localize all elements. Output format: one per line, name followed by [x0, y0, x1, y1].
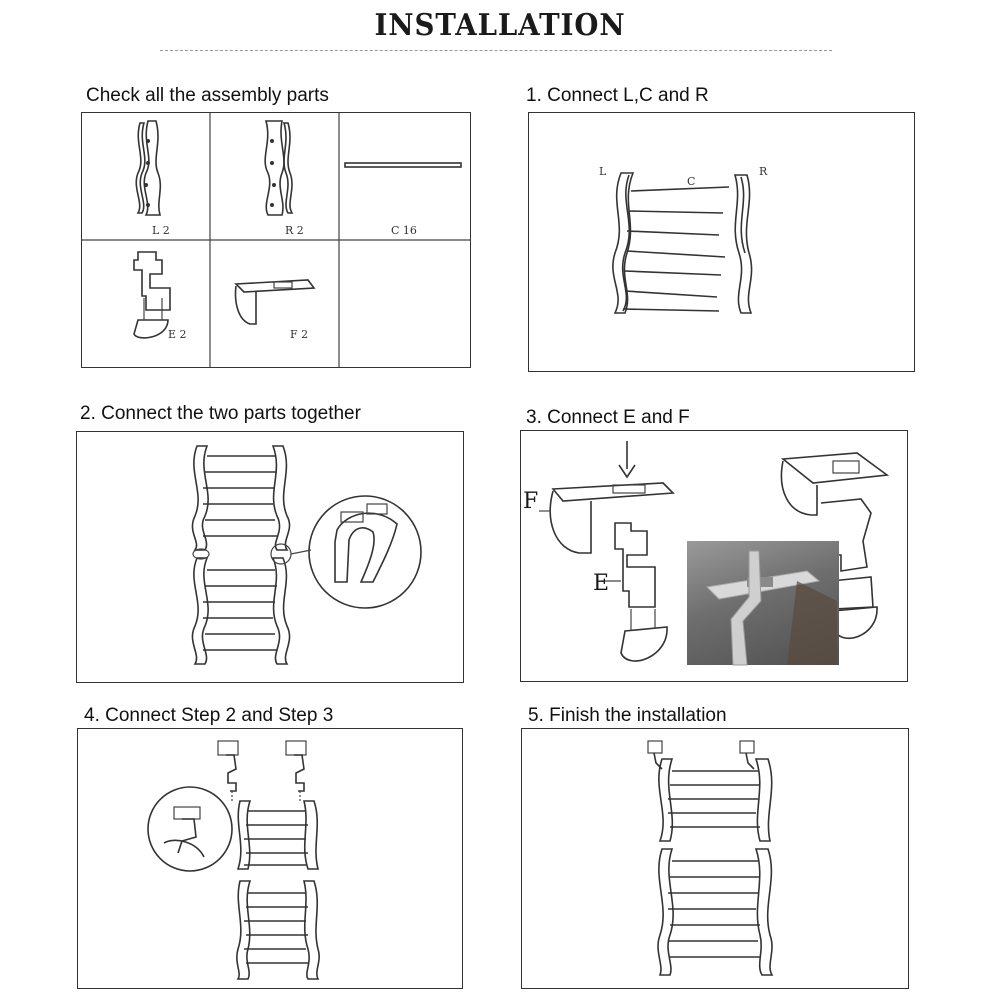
- right-frame-icon: [264, 120, 294, 216]
- hook-f-icon: [234, 279, 316, 325]
- step2-diagram: [191, 445, 422, 665]
- left-frame-icon: [135, 120, 162, 216]
- step3-label-e: E: [593, 571, 610, 596]
- step5-heading: 5. Finish the installation: [528, 705, 727, 726]
- part-r-cell: R 2: [210, 113, 339, 240]
- step1-heading: 1. Connect L,C and R: [526, 85, 709, 106]
- step4-panel: [77, 728, 463, 989]
- part-e-label: E 2: [168, 328, 187, 341]
- photo-hook-icon: [705, 550, 837, 666]
- parts-grid: L 2 R 2 C 16 E 2 F 2: [81, 112, 471, 368]
- part-l-cell: L 2: [82, 113, 210, 240]
- part-c-label: C 16: [391, 224, 417, 237]
- step3-label-f: F: [523, 489, 539, 514]
- part-f-label: F 2: [290, 328, 309, 341]
- step3-heading: 3. Connect E and F: [526, 407, 690, 428]
- step3-photo: [687, 541, 839, 666]
- part-c-cell: C 16: [339, 113, 470, 240]
- step5-panel: [521, 728, 909, 989]
- part-l-label: L 2: [152, 224, 170, 237]
- step2-heading: 2. Connect the two parts together: [80, 403, 361, 424]
- step4-diagram: [147, 740, 320, 980]
- step1-label-c: C: [687, 175, 696, 188]
- step5-diagram: [647, 740, 774, 976]
- part-r-label: R 2: [285, 224, 304, 237]
- step1-label-r: R: [759, 165, 768, 178]
- connector-rod-icon: [344, 162, 462, 168]
- step1-label-l: L: [599, 165, 607, 178]
- bracket-e-icon: [133, 251, 171, 339]
- part-f-cell: F 2: [210, 240, 339, 367]
- step4-heading: 4. Connect Step 2 and Step 3: [84, 705, 334, 726]
- step2-panel: [76, 431, 464, 683]
- step1-diagram: [612, 172, 753, 314]
- title-divider: [160, 50, 832, 51]
- step3-panel: F E: [520, 430, 908, 682]
- parts-grid-lines: [82, 113, 470, 367]
- page-title: INSTALLATION: [374, 8, 626, 43]
- parts-heading: Check all the assembly parts: [86, 85, 329, 106]
- step1-panel: L C R: [528, 112, 915, 372]
- part-e-cell: E 2: [82, 240, 210, 367]
